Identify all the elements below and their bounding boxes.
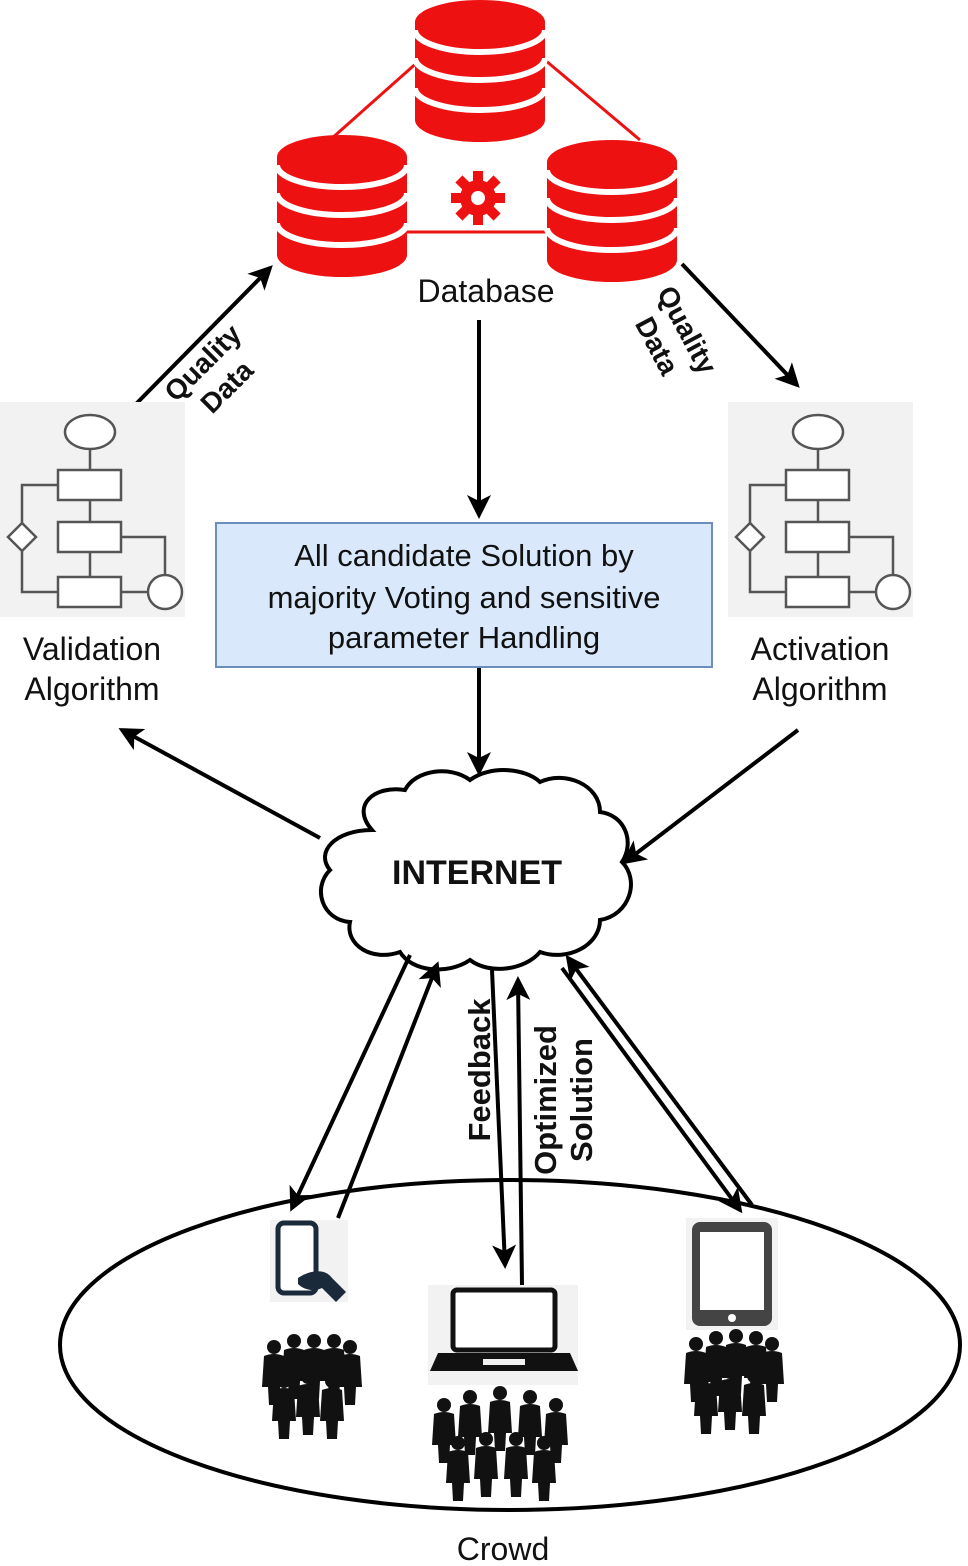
people-group-icon [684,1329,784,1434]
optimized-label-line2: Solution [564,1038,599,1162]
feedback-label: Feedback [462,998,497,1142]
database-cylinder-icon [415,0,545,142]
solution-box [215,522,713,668]
validation-label-line1: Validation [23,631,161,667]
people-group-icon [262,1334,362,1439]
people-group-icon [432,1386,568,1501]
solution-box-line1: All candidate Solution by [294,538,634,573]
laptop-to-internet-arrow [506,976,531,1286]
flowchart-icon [728,402,913,617]
tablet-to-internet-arrow [560,966,743,1214]
crowd-label: Crowd [457,1531,549,1566]
quality-data-arrow-right [680,262,800,388]
quality-data-arrow-left [133,265,273,407]
optimized-label-line1: Optimized [528,1025,563,1175]
crowd-ellipse [58,1178,962,1512]
gear-icon [451,171,505,225]
internet-to-validation-arrow [118,728,321,840]
database-cylinder-icon [277,135,407,277]
phone-to-internet-arrow [336,961,441,1219]
solution-box-line2: majority Voting and sensitive [268,580,661,615]
internet-to-tablet-arrow [565,954,754,1207]
internet-to-laptop-arrow [490,969,517,1269]
activation-to-internet-arrow [621,728,800,865]
solution-box-line3: parameter Handling [328,620,600,655]
activation-label-line1: Activation [751,631,890,667]
mobile-phone-icon [270,1220,348,1302]
activation-label-line2: Algorithm [752,671,887,707]
database-cluster [277,0,677,282]
db-link-right [544,58,641,142]
database-label: Database [418,273,555,309]
laptop-icon [428,1285,578,1385]
internet-to-phone-arrow [289,954,412,1212]
validation-label-line2: Algorithm [24,671,159,707]
flowchart-icon [0,402,185,617]
db-link-left [329,58,421,142]
database-cylinder-icon [547,140,677,282]
cloud-icon [319,768,633,972]
internet-label: INTERNET [392,854,562,892]
tablet-icon [686,1218,778,1330]
